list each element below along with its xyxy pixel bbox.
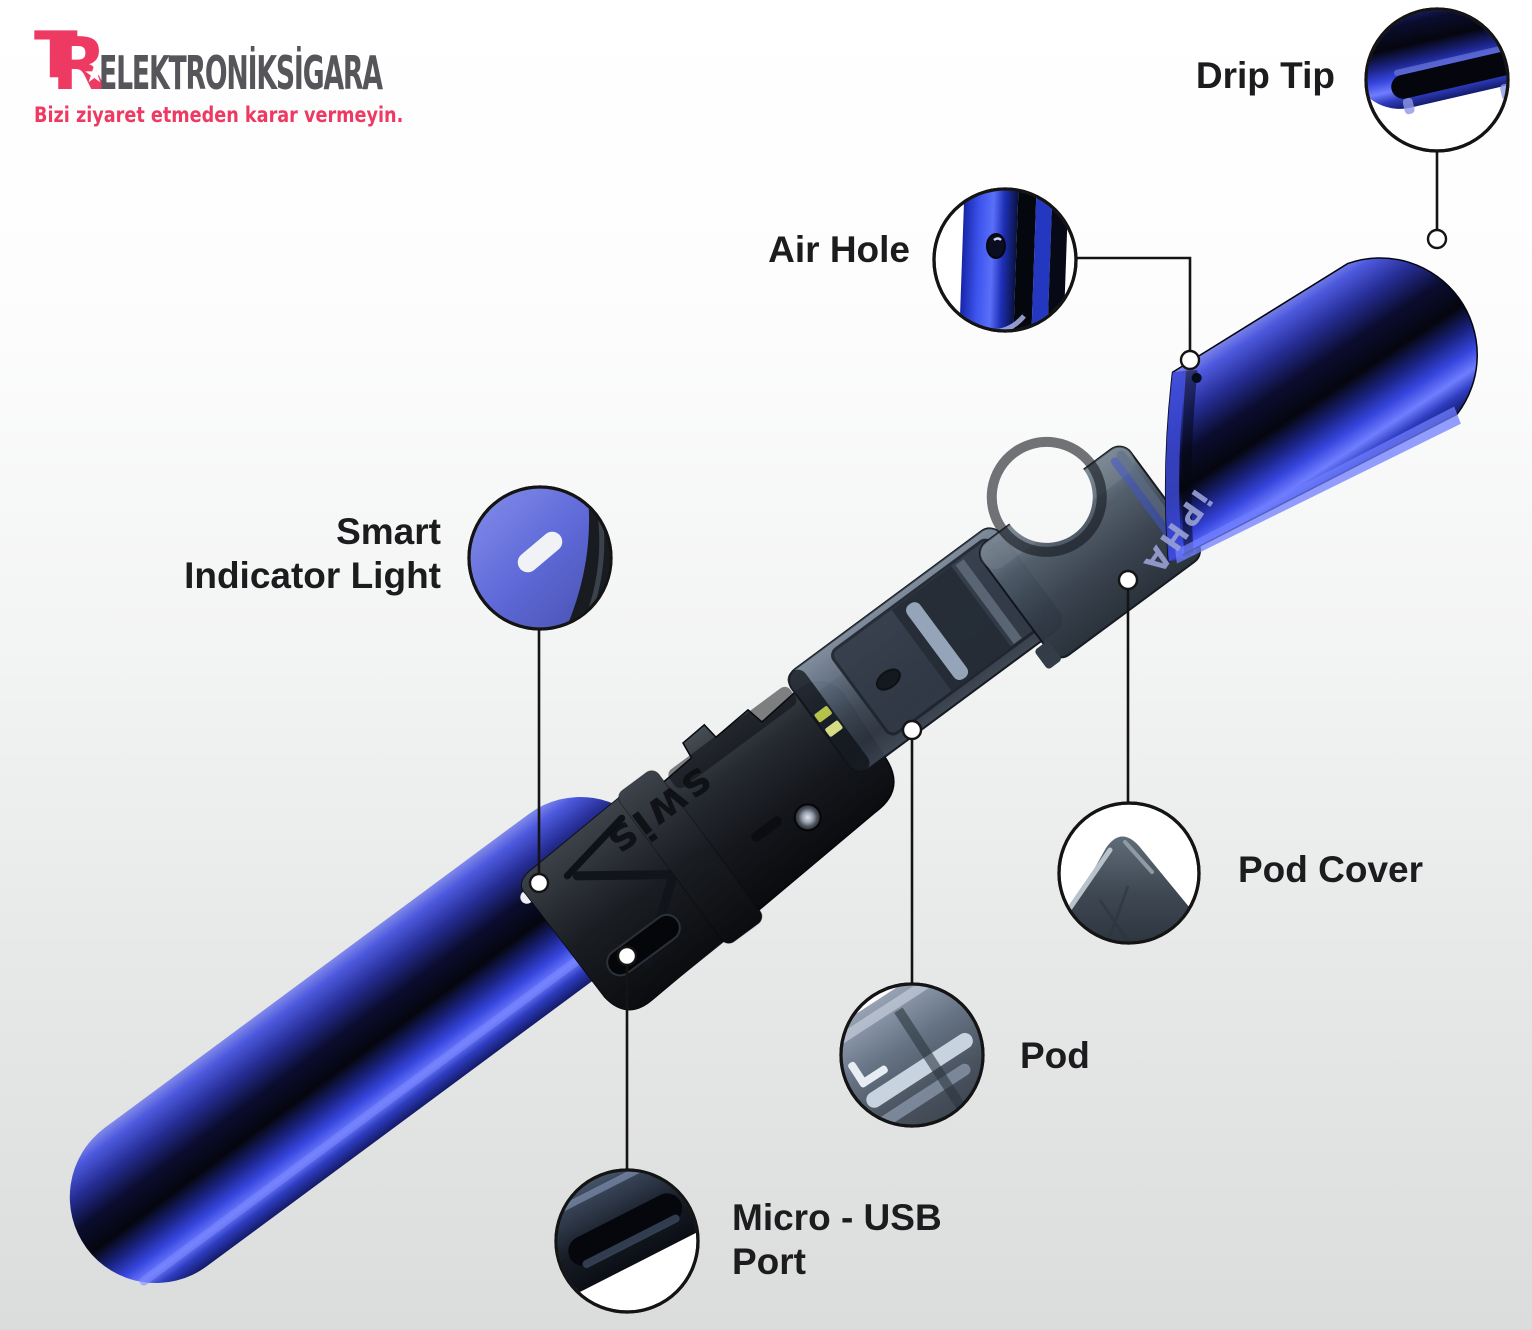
label-air-hole: Air Hole bbox=[768, 229, 910, 270]
pod-cover-magnifier bbox=[1057, 801, 1201, 945]
pod-contact bbox=[814, 706, 832, 723]
marker-dots bbox=[528, 228, 1448, 967]
logo-tagline: Bizi ziyaret etmeden karar vermeyin. bbox=[34, 103, 404, 127]
label-smart-indicator-line1: Smart bbox=[336, 511, 441, 552]
logo-letter-r: R bbox=[51, 22, 108, 106]
air-hole bbox=[1191, 372, 1202, 383]
air-hole-line bbox=[1077, 256, 1192, 351]
pod-marker bbox=[901, 719, 923, 741]
indicator-pill-detail bbox=[517, 531, 563, 573]
logo-letter-t: T bbox=[34, 19, 78, 93]
control-section: swis bbox=[521, 681, 895, 1011]
logo-name: ELEKTRONİKSİGARA bbox=[99, 46, 383, 100]
callout-lines bbox=[537, 151, 1439, 1172]
star-icon: ★ bbox=[83, 60, 106, 88]
label-pod: Pod bbox=[1020, 1035, 1090, 1076]
label-smart-indicator: Smart Indicator Light bbox=[184, 510, 441, 598]
logo-monogram: TR★ bbox=[34, 22, 108, 106]
micro-usb-magnifier bbox=[554, 1168, 700, 1314]
label-smart-indicator-line2: Indicator Light bbox=[184, 555, 441, 596]
label-drip-tip: Drip Tip bbox=[1195, 55, 1335, 96]
pod-contact bbox=[825, 720, 843, 737]
screw bbox=[793, 803, 822, 832]
drip-tip-marker bbox=[1426, 228, 1448, 250]
air-hole-marker bbox=[1179, 349, 1201, 371]
label-micro-usb-line1: Micro - USB bbox=[732, 1197, 942, 1238]
label-pod-cover: Pod Cover bbox=[1238, 849, 1424, 890]
label-micro-usb-line2: Port bbox=[732, 1241, 806, 1282]
air-hole-magnifier bbox=[932, 187, 1078, 333]
pod-magnifier bbox=[839, 982, 985, 1128]
site-logo: TR★ ELEKTRONİKSİGARA Bizi ziyaret etmede… bbox=[34, 22, 587, 127]
smart-indicator-magnifier bbox=[467, 485, 613, 631]
pod-part bbox=[787, 527, 1062, 774]
pod-cover-marker bbox=[1117, 569, 1139, 591]
micro-usb-marker bbox=[616, 945, 638, 967]
smart-indicator-marker bbox=[528, 872, 550, 894]
drip-tip-magnifier bbox=[1364, 7, 1510, 153]
pod-cover-part bbox=[978, 436, 1202, 669]
label-micro-usb: Micro - USB Port bbox=[732, 1196, 942, 1284]
